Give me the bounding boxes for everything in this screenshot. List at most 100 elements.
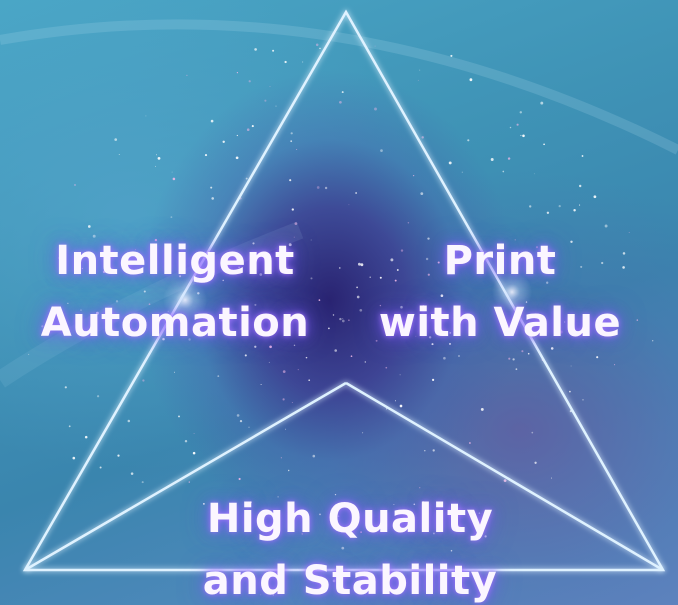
- star: [288, 243, 292, 247]
- star: [235, 156, 239, 160]
- star: [193, 432, 195, 435]
- background-arc: [0, 19, 678, 155]
- star: [236, 72, 238, 74]
- star: [379, 304, 382, 307]
- star: [512, 358, 515, 361]
- star: [468, 442, 471, 444]
- star: [145, 115, 147, 117]
- star: [550, 477, 553, 479]
- spoke-left: [24, 381, 347, 572]
- star: [114, 138, 118, 141]
- star: [582, 399, 584, 401]
- star: [238, 477, 241, 481]
- star: [211, 504, 215, 508]
- star: [443, 356, 446, 360]
- star: [117, 454, 120, 457]
- star: [118, 153, 120, 156]
- star: [142, 379, 145, 382]
- star: [348, 319, 350, 322]
- star: [469, 78, 473, 82]
- star: [614, 364, 616, 366]
- star: [41, 325, 44, 328]
- star: [622, 252, 626, 255]
- star: [355, 192, 357, 194]
- star: [305, 356, 308, 359]
- star: [522, 134, 525, 138]
- star: [527, 352, 530, 355]
- label-intelligent-automation: Intelligent Automation: [20, 230, 330, 354]
- star: [393, 328, 395, 330]
- star: [316, 186, 320, 189]
- star: [390, 258, 394, 262]
- star: [296, 148, 298, 150]
- star: [385, 366, 388, 369]
- star: [386, 408, 388, 410]
- star: [171, 171, 173, 173]
- star: [99, 466, 102, 469]
- star: [57, 257, 60, 259]
- star: [550, 347, 554, 350]
- star: [593, 195, 597, 199]
- star: [157, 157, 161, 160]
- star: [334, 349, 338, 352]
- star: [348, 204, 350, 206]
- star: [96, 395, 100, 398]
- star: [293, 344, 296, 347]
- star: [310, 277, 313, 280]
- star: [293, 236, 295, 238]
- star: [315, 43, 319, 47]
- star: [290, 140, 293, 143]
- star: [422, 501, 424, 503]
- star: [269, 86, 271, 88]
- star: [531, 431, 534, 434]
- star: [162, 337, 165, 341]
- star: [360, 263, 364, 267]
- star: [508, 357, 511, 360]
- star: [601, 261, 604, 265]
- star: [546, 281, 549, 284]
- star: [356, 286, 358, 289]
- lens-flare: [492, 272, 532, 312]
- star: [285, 428, 287, 430]
- star: [399, 374, 401, 376]
- star: [222, 140, 225, 143]
- star: [558, 204, 561, 208]
- label-line: Automation: [40, 300, 310, 346]
- star: [254, 48, 257, 51]
- star: [174, 371, 176, 373]
- star: [394, 279, 397, 282]
- star: [449, 331, 452, 334]
- star: [559, 330, 563, 334]
- star: [280, 457, 283, 459]
- star: [543, 143, 545, 146]
- star: [251, 125, 254, 128]
- star: [450, 54, 453, 57]
- star: [170, 216, 173, 219]
- star: [393, 504, 395, 506]
- star: [252, 242, 255, 245]
- star: [220, 579, 224, 583]
- star: [339, 317, 342, 321]
- star: [341, 546, 345, 550]
- star: [432, 532, 435, 535]
- star: [417, 79, 419, 81]
- star: [92, 234, 96, 238]
- star: [449, 342, 451, 345]
- star: [28, 353, 30, 355]
- star: [415, 335, 417, 337]
- star: [350, 355, 353, 358]
- star: [573, 209, 576, 212]
- star: [154, 238, 158, 242]
- star: [581, 155, 584, 157]
- star: [509, 126, 512, 129]
- star: [337, 515, 340, 517]
- star: [282, 398, 285, 401]
- star: [520, 134, 522, 137]
- star: [294, 222, 298, 225]
- star: [580, 265, 583, 268]
- star: [427, 237, 430, 240]
- star: [490, 158, 494, 161]
- star: [341, 319, 345, 323]
- star: [80, 309, 82, 311]
